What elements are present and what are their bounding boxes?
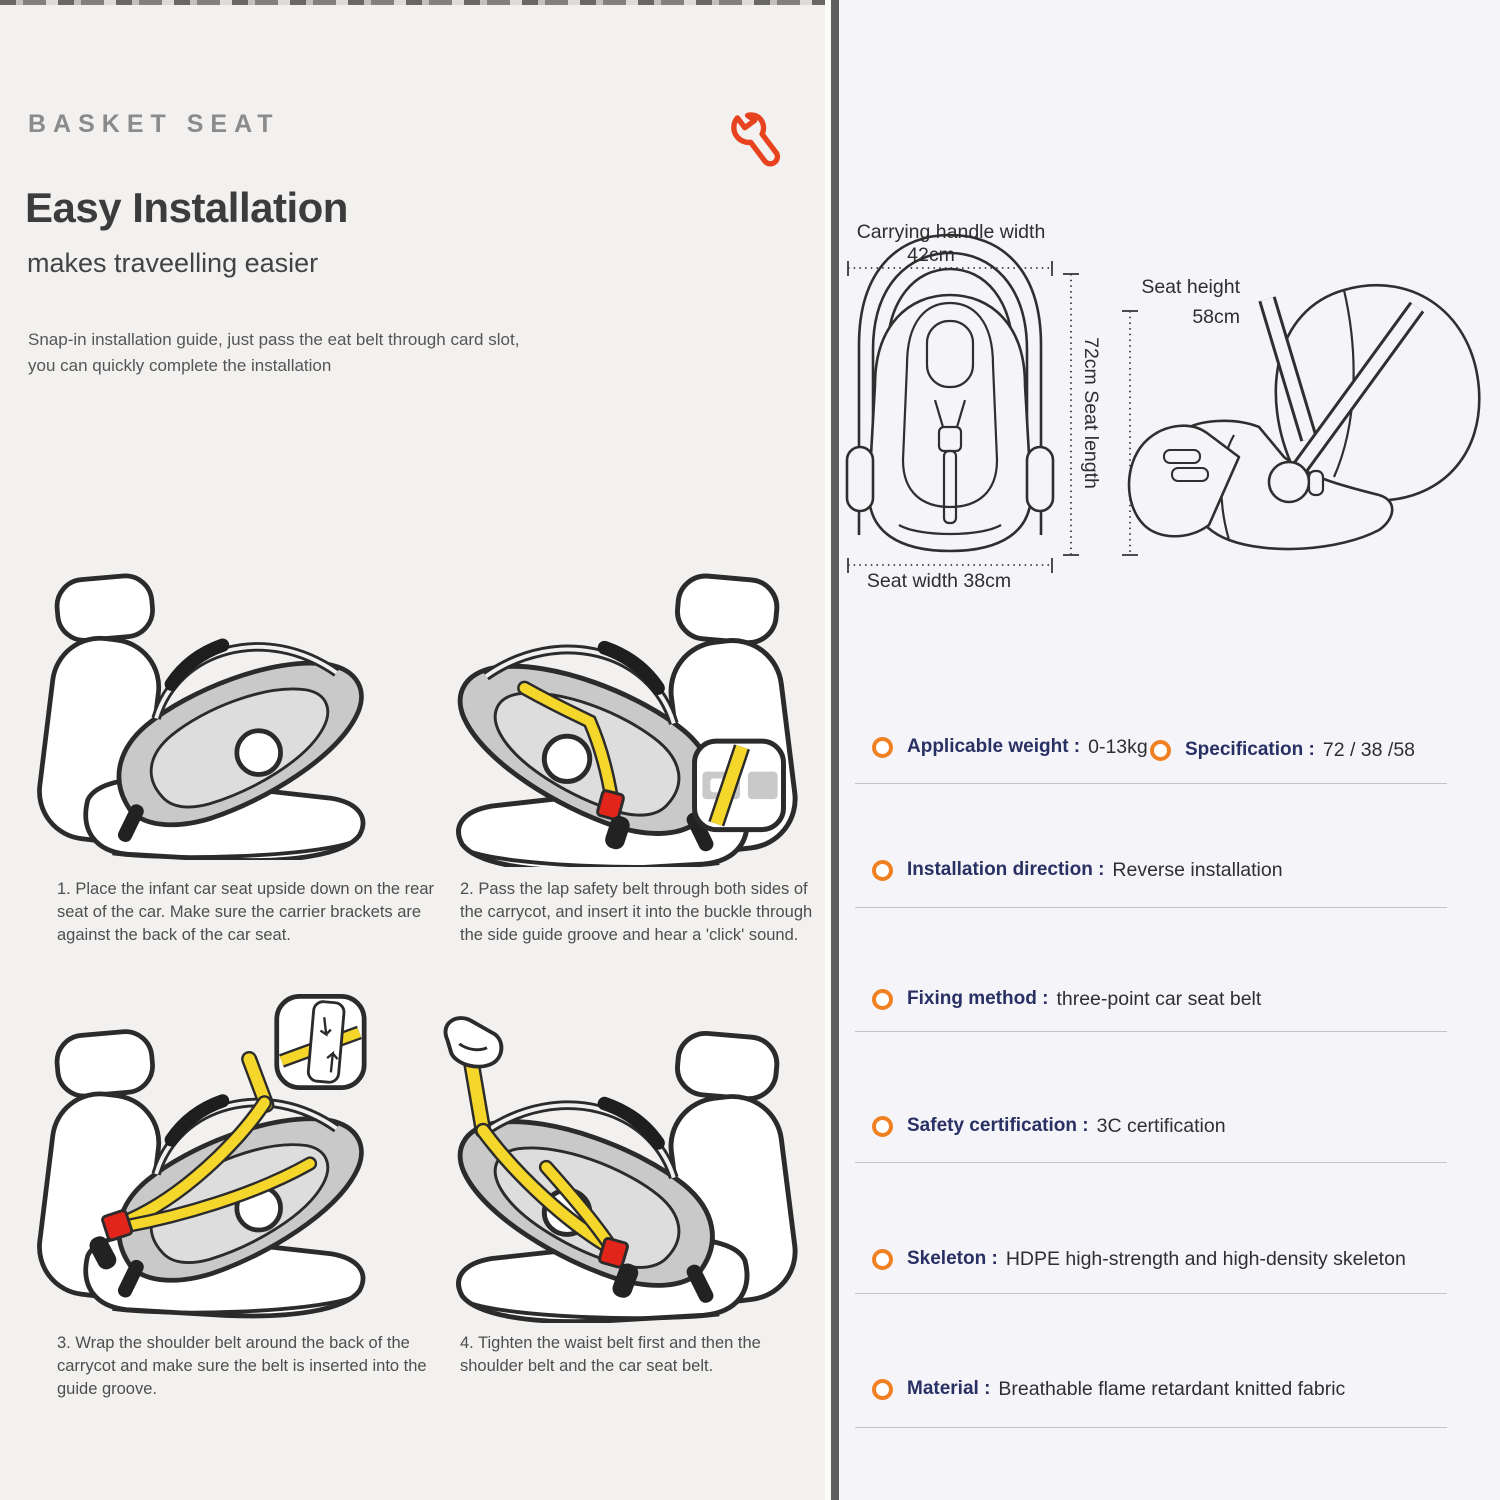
- spec-value: 72 / 38 /58: [1322, 738, 1416, 761]
- step1-illustration: [25, 572, 405, 860]
- ring-bullet-icon: [1150, 739, 1171, 761]
- spec-installation-direction: Installation direction : Reverse install…: [872, 853, 1283, 887]
- brand-label: BASKET SEAT: [28, 110, 280, 138]
- seat-width-label: Seat width 38cm: [867, 570, 1011, 592]
- carrier-side-view: [1127, 284, 1481, 551]
- spec-divider: [855, 1427, 1447, 1428]
- step4-illustration: [443, 1016, 825, 1323]
- spec-material: Material : Breathable flame retardant kn…: [872, 1372, 1345, 1406]
- handle-width-label: Carrying handle width: [857, 221, 1046, 243]
- intro-description: Snap-in installation guide, just pass th…: [28, 330, 520, 375]
- seat-height-label: Seat height: [1141, 276, 1240, 298]
- center-divider-bar: [831, 0, 839, 1500]
- shoulder-belt: [89, 1051, 318, 1270]
- ring-bullet-icon: [872, 988, 893, 1010]
- seat-length-label: 72cm Seat length: [1080, 337, 1102, 489]
- belt-guide-detail-icon: [274, 994, 367, 1090]
- cropped-edge-artifact: [0, 0, 830, 5]
- spec-value: 0-13kg: [1088, 735, 1148, 758]
- carrier-front-view: [845, 233, 1055, 553]
- spec-specification: Specification : 72 / 38 /58: [1150, 733, 1415, 767]
- spec-applicable-weight: Applicable weight : 0-13kg: [872, 730, 1148, 764]
- dimension-diagram: Carrying handle width 42cm 72cm Seat len…: [845, 221, 1481, 592]
- seat-belt: [517, 680, 630, 850]
- ring-bullet-icon: [872, 1115, 893, 1137]
- spec-value: Breathable flame retardant knitted fabri…: [998, 1377, 1346, 1400]
- hand-icon: [443, 1016, 504, 1069]
- spec-label: Fixing method :: [907, 988, 1049, 1009]
- specs-panel: Carrying handle width 42cm 72cm Seat len…: [839, 0, 1500, 1500]
- belt-slot-detail-icon: [692, 738, 786, 833]
- spec-skeleton: Skeleton : HDPE high-strength and high-d…: [872, 1242, 1406, 1276]
- step1-caption: 1. Place the infant car seat upside down…: [57, 880, 434, 944]
- step3-illustration: [25, 994, 405, 1325]
- spec-fixing-method: Fixing method : three-point car seat bel…: [872, 982, 1261, 1016]
- step2-illustration: [400, 572, 825, 867]
- step4-caption: 4. Tighten the waist belt first and then…: [460, 1334, 761, 1375]
- spec-safety-certification: Safety certification : 3C certification: [872, 1109, 1226, 1143]
- spec-label: Specification :: [1185, 739, 1315, 760]
- ring-bullet-icon: [872, 1378, 893, 1400]
- seat-height-value: 58cm: [1192, 306, 1240, 328]
- spec-value: HDPE high-strength and high-density skel…: [1005, 1247, 1406, 1270]
- spec-label: Applicable weight :: [907, 736, 1081, 757]
- spec-label: Material :: [907, 1378, 991, 1399]
- wrench-icon: [731, 112, 781, 167]
- ring-bullet-icon: [872, 859, 893, 881]
- spec-label: Skeleton :: [907, 1248, 998, 1269]
- spec-divider: [855, 907, 1447, 908]
- panel-gap: [825, 0, 831, 1500]
- spec-divider: [855, 1031, 1447, 1032]
- ring-bullet-icon: [872, 736, 893, 758]
- spec-divider: [855, 1162, 1447, 1163]
- page-subtitle: makes traveelling easier: [27, 248, 319, 278]
- page-title: Easy Installation: [25, 184, 348, 231]
- spec-value: 3C certification: [1096, 1114, 1226, 1137]
- spec-value: three-point car seat belt: [1056, 987, 1262, 1010]
- installation-panel: BASKET SEAT Easy Installation makes trav…: [0, 0, 830, 1398]
- step3-caption: 3. Wrap the shoulder belt around the bac…: [57, 1334, 427, 1398]
- ring-bullet-icon: [872, 1248, 893, 1270]
- spec-label: Installation direction :: [907, 859, 1105, 880]
- spec-divider: [855, 783, 1447, 784]
- spec-value: Reverse installation: [1112, 858, 1283, 881]
- spec-divider: [855, 1293, 1447, 1294]
- spec-label: Safety certification :: [907, 1115, 1089, 1136]
- step2-caption: 2. Pass the lap safety belt through both…: [460, 880, 813, 944]
